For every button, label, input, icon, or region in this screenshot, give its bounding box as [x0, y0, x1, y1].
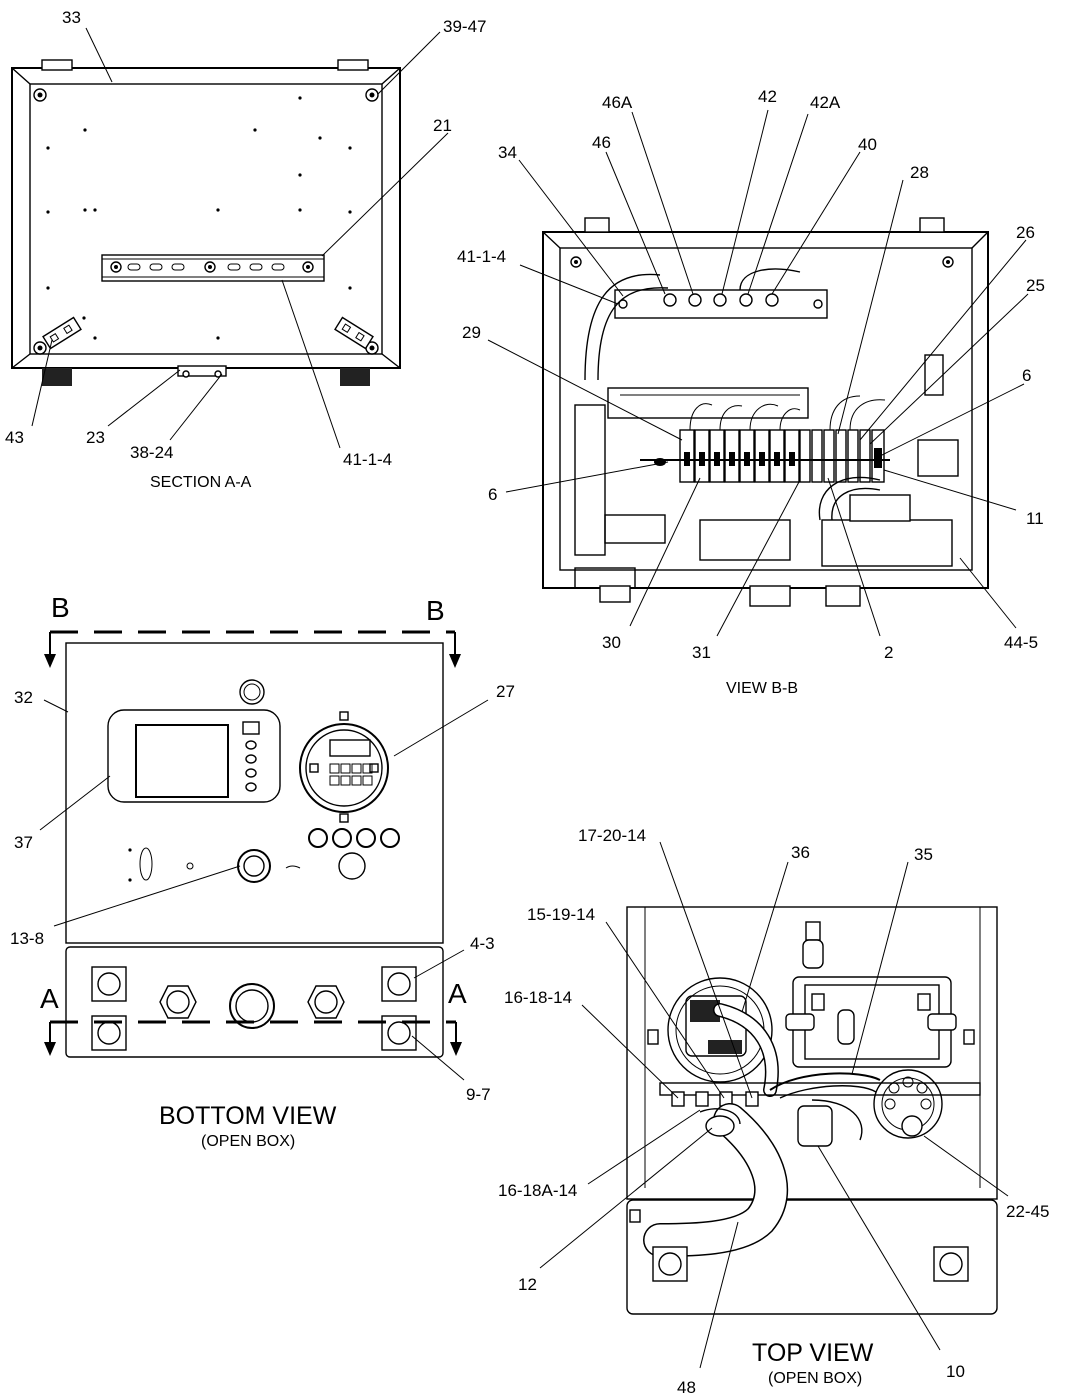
view-bb-caption: VIEW B-B	[726, 680, 798, 697]
callout-46: 46	[592, 133, 611, 152]
bottom-view	[44, 630, 462, 1058]
view-bb	[542, 217, 989, 607]
callout-28: 28	[910, 163, 929, 182]
callout-22-45: 22-45	[1006, 1202, 1049, 1221]
section-aa-view	[11, 59, 401, 386]
callout-23: 23	[86, 428, 105, 447]
callout-2: 2	[884, 643, 893, 662]
top-view-subtitle: (OPEN BOX)	[768, 1370, 862, 1387]
callout-13-8: 13-8	[10, 929, 44, 948]
callout-27: 27	[496, 682, 515, 701]
callout-42a: 42A	[810, 93, 841, 112]
section-marker-a-right: A	[448, 978, 467, 1009]
callout-41-1-4-b: 41-1-4	[457, 247, 506, 266]
callout-16-18a-14: 16-18A-14	[498, 1181, 577, 1200]
callout-17-20-14: 17-20-14	[578, 826, 646, 845]
callout-11: 11	[1026, 509, 1044, 528]
callout-6-left: 6	[488, 485, 497, 504]
bottom-view-title: BOTTOM VIEW	[159, 1102, 337, 1130]
callout-16-18-14: 16-18-14	[504, 988, 572, 1007]
callout-6-right: 6	[1022, 366, 1031, 385]
callout-32: 32	[14, 688, 33, 707]
bottom-view-subtitle: (OPEN BOX)	[201, 1133, 295, 1150]
callout-46a: 46A	[602, 93, 633, 112]
callout-40: 40	[858, 135, 877, 154]
top-view	[626, 906, 998, 1315]
callout-30: 30	[602, 633, 621, 652]
callout-43: 43	[5, 428, 24, 447]
callout-12: 12	[518, 1275, 537, 1294]
section-marker-a-left: A	[40, 983, 59, 1014]
top-view-title: TOP VIEW	[752, 1339, 874, 1367]
callout-15-19-14: 15-19-14	[527, 905, 595, 924]
callout-25: 25	[1026, 276, 1045, 295]
callout-38-24: 38-24	[130, 443, 173, 462]
callout-39-47: 39-47	[443, 17, 486, 36]
section-marker-b-right: B	[426, 595, 445, 626]
callout-48: 48	[677, 1378, 696, 1397]
callout-26: 26	[1016, 223, 1035, 242]
callout-41-1-4: 41-1-4	[343, 450, 392, 469]
callout-33: 33	[62, 8, 81, 27]
callout-42: 42	[758, 87, 777, 106]
callout-10: 10	[946, 1362, 965, 1381]
callout-29: 29	[462, 323, 481, 342]
callout-44-5: 44-5	[1004, 633, 1038, 652]
callout-36: 36	[791, 843, 810, 862]
section-aa-caption: SECTION A-A	[150, 474, 252, 491]
callout-21: 21	[433, 116, 452, 135]
callout-4-3: 4-3	[470, 934, 495, 953]
section-marker-b-left: B	[51, 592, 70, 623]
callout-34: 34	[498, 143, 517, 162]
callout-9-7: 9-7	[466, 1085, 491, 1104]
callout-37: 37	[14, 833, 33, 852]
callout-31: 31	[692, 643, 711, 662]
callout-35: 35	[914, 845, 933, 864]
